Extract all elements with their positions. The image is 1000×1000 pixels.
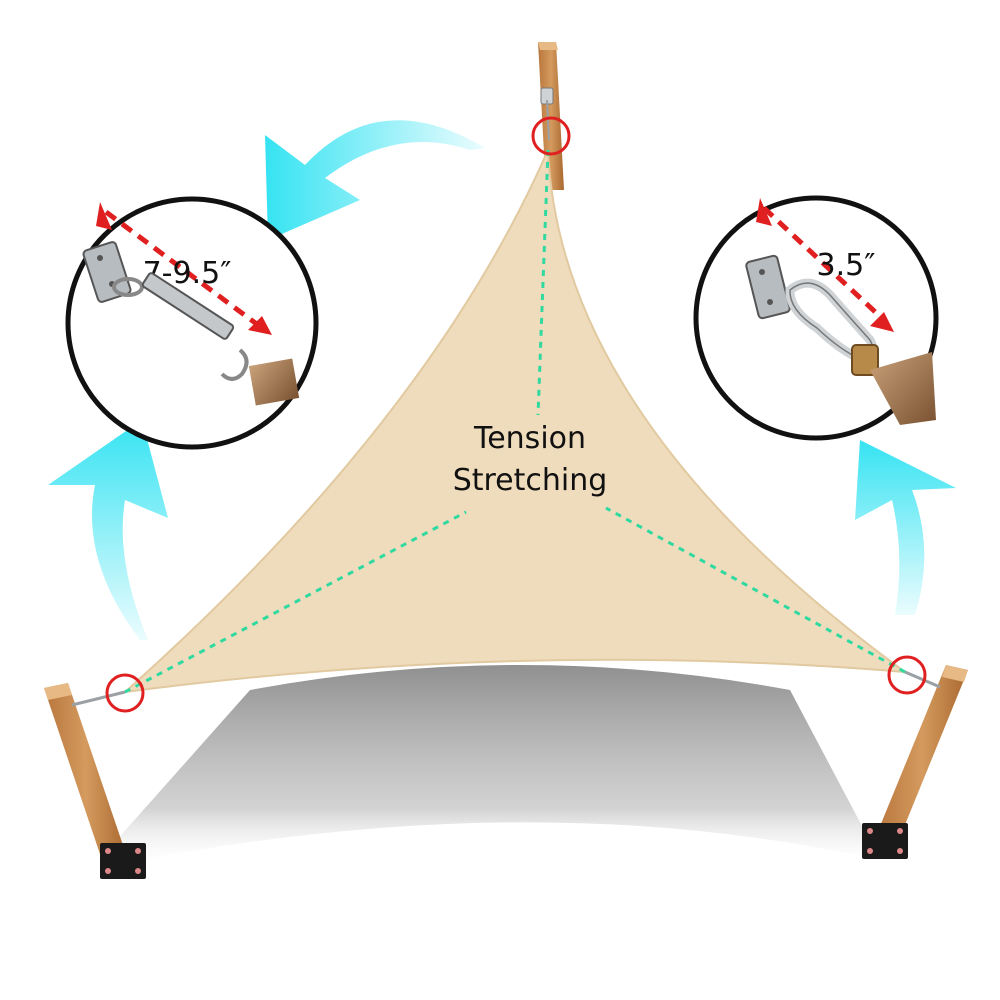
corner-markers xyxy=(105,116,927,713)
right-wire xyxy=(904,670,941,689)
right-measure-arrowhead-start-icon xyxy=(756,198,772,226)
curved-arrow-right-up-icon xyxy=(855,440,956,615)
shade-sail xyxy=(121,149,909,694)
right-measure-arrowhead-end-icon xyxy=(870,312,894,332)
left-callout: 7-9.5″ xyxy=(65,196,319,450)
top-wire xyxy=(546,99,550,141)
left-post-base xyxy=(100,843,146,879)
left-marker xyxy=(105,673,145,713)
left-measure-arrow-icon xyxy=(104,209,264,331)
center-label-line2: Stretching xyxy=(453,463,608,498)
top-marker xyxy=(531,116,571,156)
left-measure-arrowhead-end-icon xyxy=(248,316,272,335)
snap-hook-icon xyxy=(745,254,936,425)
right-measure-arrow-icon xyxy=(762,206,888,324)
right-marker xyxy=(887,655,927,695)
right-callout: 3.5″ xyxy=(693,195,939,441)
ground-shadow xyxy=(90,665,880,870)
right-measurement-label: 3.5″ xyxy=(817,248,876,283)
curved-arrow-left-up-icon xyxy=(48,420,168,640)
turnbuckle-icon xyxy=(82,241,300,406)
tension-guide-lines xyxy=(124,149,906,694)
left-measure-arrowhead-start-icon xyxy=(96,202,112,230)
curved-arrow-top-left-icon xyxy=(265,120,485,240)
left-post xyxy=(44,683,146,879)
left-wire xyxy=(71,690,126,707)
right-post xyxy=(862,665,968,859)
center-label-line1: Tension xyxy=(473,421,586,456)
right-post-base xyxy=(862,823,908,859)
